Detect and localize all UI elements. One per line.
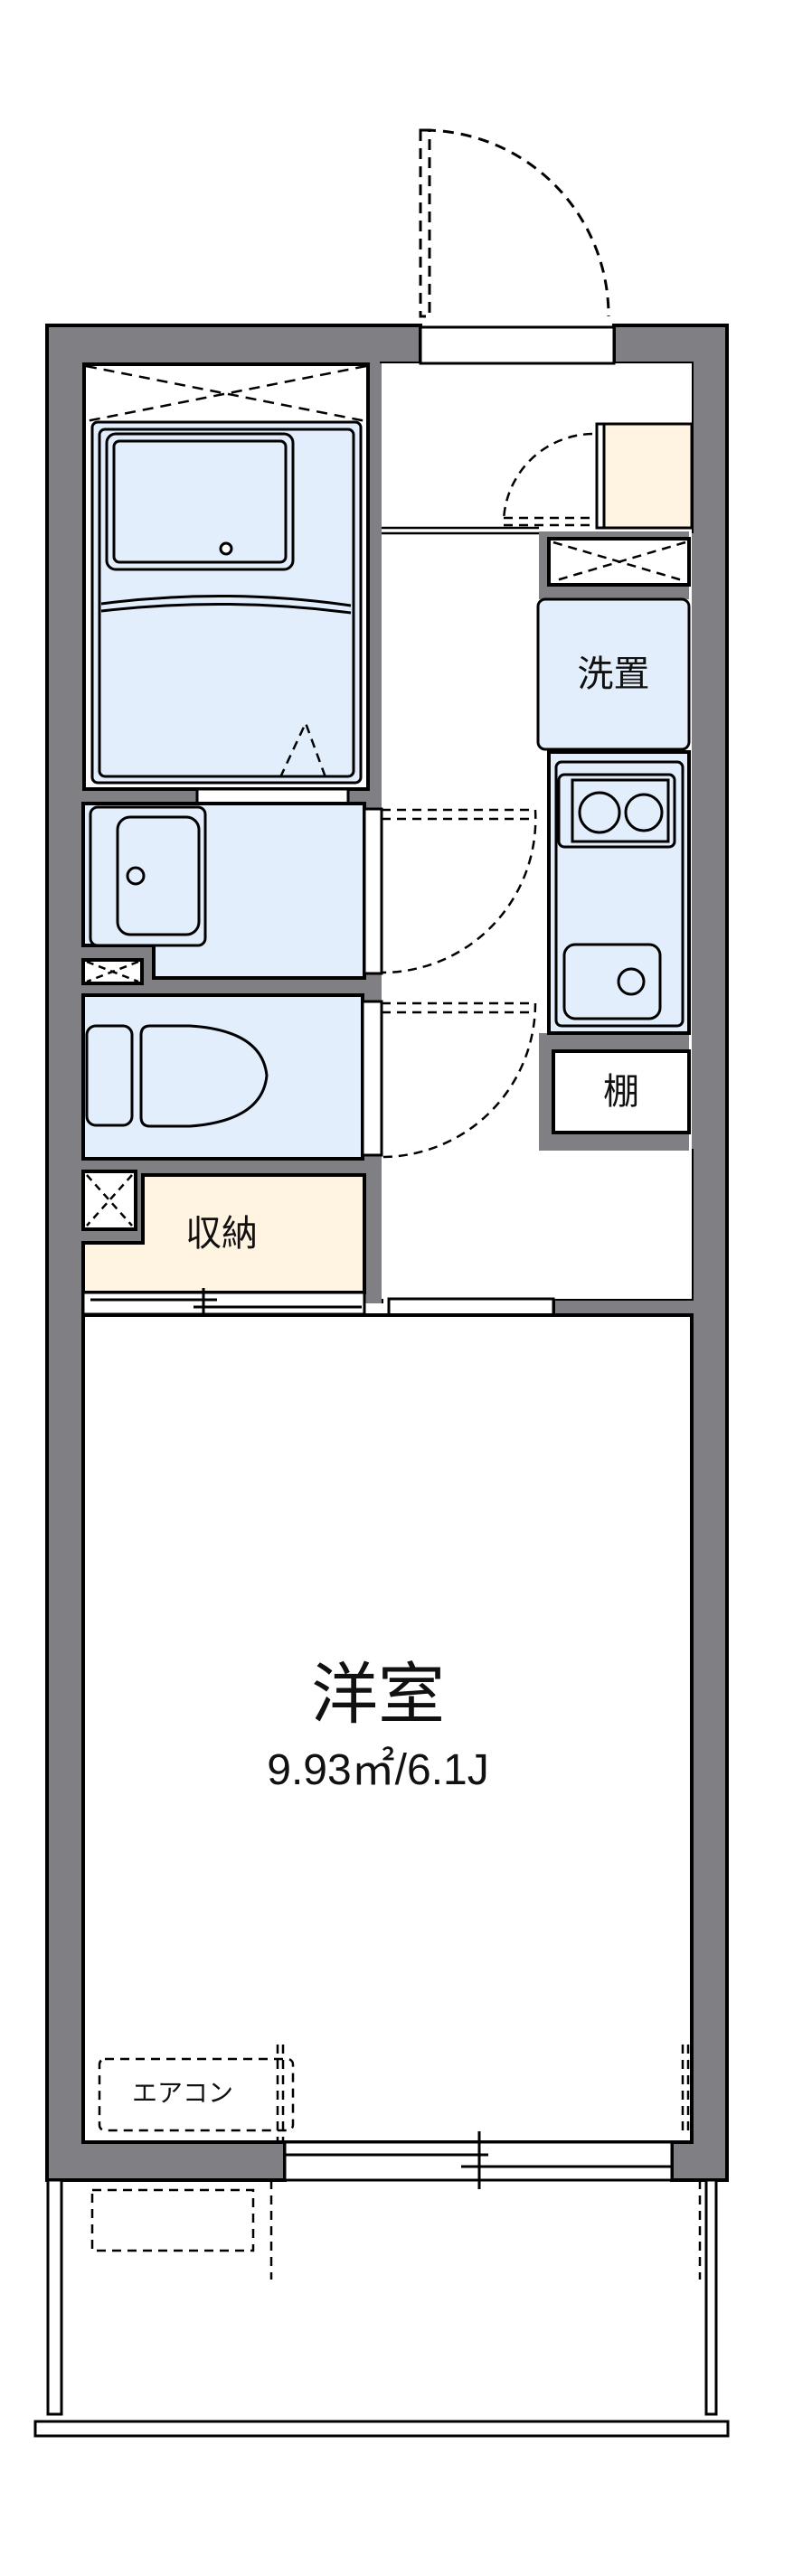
shelf-label: 棚 [603, 1071, 639, 1113]
washing-machine-space [536, 597, 691, 751]
entrance-door-swing [419, 128, 610, 318]
air-conditioner-label: エアコン [131, 2078, 233, 2108]
western-room-floor [81, 1313, 694, 2144]
air-conditioner [98, 2045, 295, 2142]
kitchen [547, 750, 691, 1035]
shoe-cabinet [382, 422, 694, 535]
vent-box [547, 537, 691, 587]
toilet-room [81, 993, 383, 1161]
western-room-area: 9.93㎡/6.1J [267, 1746, 489, 1794]
entrance-opening [419, 325, 616, 365]
outdoor-ac-unit [90, 2188, 255, 2252]
washroom [81, 802, 383, 985]
shelf [552, 1049, 691, 1134]
washer-label: 洗置 [577, 653, 650, 695]
storage-label: 収納 [185, 1213, 258, 1255]
balcony [33, 2178, 730, 2438]
balcony-window [283, 2131, 674, 2189]
western-room-label: 洋室 [311, 1656, 445, 1734]
unit-bath [82, 362, 370, 805]
